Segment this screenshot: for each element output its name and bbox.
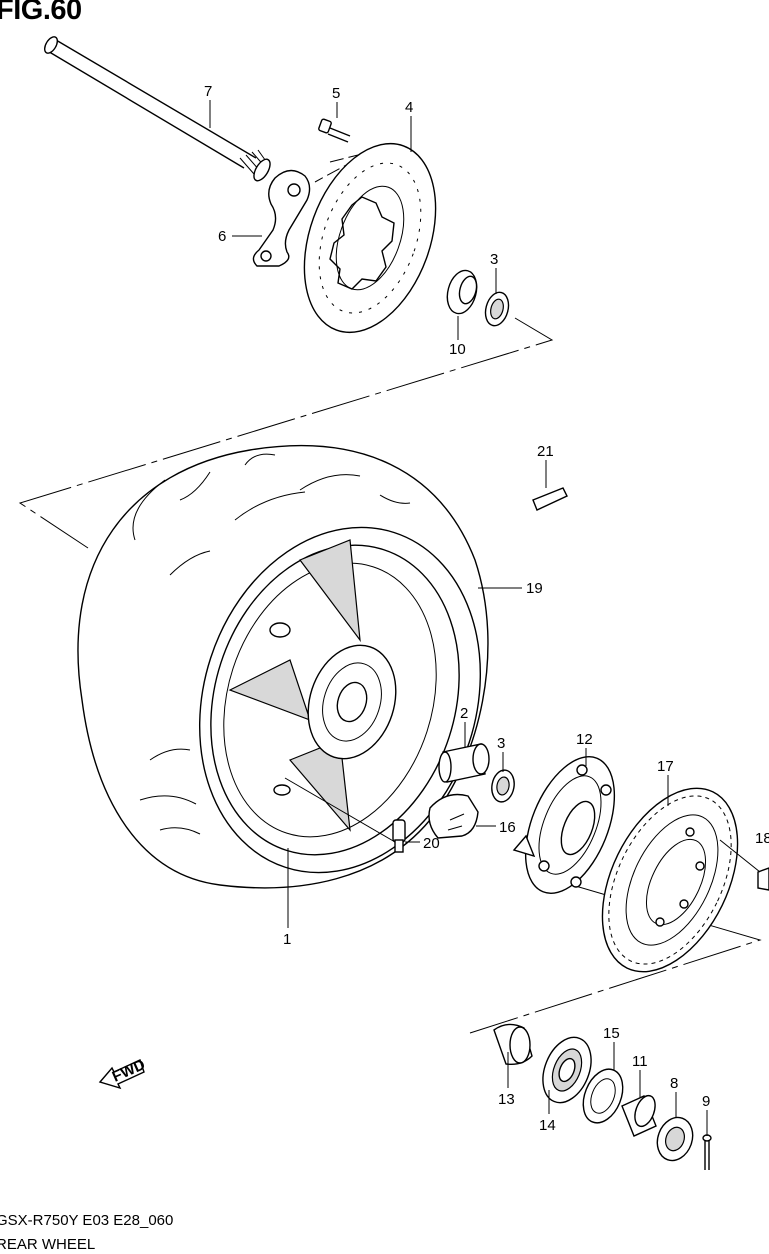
callout-11: 11	[632, 1053, 648, 1070]
part-bearing-spacer	[621, 1094, 657, 1137]
callout-17: 17	[657, 758, 674, 775]
callout-5: 5	[332, 85, 340, 102]
part-axle	[43, 36, 271, 182]
callout-4: 4	[405, 99, 413, 116]
callout-1: 1	[283, 931, 291, 948]
part-sprocket-nut	[757, 867, 769, 891]
part-valve	[392, 819, 406, 853]
part-cotter-pin	[702, 1134, 712, 1170]
callout-21: 21	[537, 443, 554, 460]
part-hub-bearing	[542, 1036, 592, 1104]
part-rear-sprocket	[601, 787, 739, 973]
callout-16: 16	[499, 819, 516, 836]
callout-15: 15	[603, 1025, 620, 1042]
part-axle-nut	[656, 1116, 694, 1162]
callout-8: 8	[670, 1075, 678, 1092]
fwd-label: FWD	[110, 1056, 148, 1085]
callout-18: 18	[755, 830, 769, 847]
callout-3-upper: 3	[490, 251, 498, 268]
part-spacer	[438, 743, 490, 783]
part-collar	[493, 1023, 533, 1066]
callout-19: 19	[526, 580, 543, 597]
callout-7: 7	[204, 83, 212, 100]
callout-3-lower: 3	[497, 735, 505, 752]
callout-12: 12	[576, 731, 593, 748]
part-bearing-lower	[491, 769, 515, 803]
callout-10: 10	[449, 341, 466, 358]
callout-13: 13	[498, 1091, 515, 1108]
part-oil-seal	[582, 1068, 624, 1124]
footer-model-code: GSX-R750Y E03 E28_060	[0, 1212, 174, 1229]
callout-6: 6	[218, 228, 226, 245]
callout-9: 9	[702, 1093, 710, 1110]
part-bearing-upper	[484, 291, 510, 327]
leader-lines	[209, 100, 761, 1136]
part-sprocket-drum	[512, 756, 616, 894]
part-damper	[428, 793, 479, 839]
callout-14: 14	[539, 1117, 556, 1134]
callout-2: 2	[460, 705, 468, 722]
part-brake-disc	[303, 142, 437, 334]
fwd-arrow: FWD	[98, 1056, 148, 1090]
part-dust-seal	[446, 269, 478, 315]
footer-section-name: REAR WHEEL	[0, 1236, 96, 1253]
part-adjuster	[252, 169, 311, 267]
callout-20: 20	[423, 835, 440, 852]
callout-labels: 7 5 4 6 3 10 21 19 2 3 12 17 16 20 18 1 …	[204, 83, 769, 1134]
part-balance-weight	[532, 487, 568, 511]
part-disc-bolt	[318, 118, 351, 143]
figure-title: FIG.60	[0, 0, 82, 26]
